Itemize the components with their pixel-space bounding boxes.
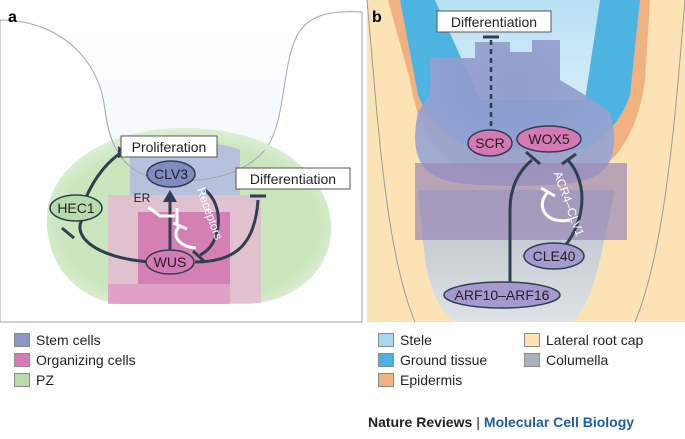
legend-label: PZ <box>36 372 54 388</box>
scr-node <box>467 129 513 157</box>
panel-a <box>0 0 363 323</box>
scr-label: SCR <box>475 135 505 151</box>
panel-a-bars <box>61 194 266 264</box>
er-label: ER <box>134 191 151 205</box>
panel-b <box>366 0 685 323</box>
legend-swatch <box>524 333 540 347</box>
inhibition-bar-wox5-right <box>561 152 577 166</box>
inhibition-bar-wus <box>191 249 207 264</box>
panel-a-letter: a <box>8 9 17 26</box>
journal-name: Nature Reviews <box>368 414 473 430</box>
legend-item-epidermis: Epidermis <box>378 372 462 388</box>
legend-swatch <box>378 353 394 367</box>
wus-node <box>145 249 195 275</box>
cle40-inhibits-wox5 <box>558 159 584 254</box>
legend-swatch <box>14 353 30 367</box>
differentiation-b-label: Differentiation <box>451 14 537 30</box>
clv3-loop-inhibition <box>174 224 197 250</box>
arf-node <box>443 281 561 309</box>
cle40-node <box>523 242 585 270</box>
acr4-clv1-loop <box>540 190 571 223</box>
legend-item-lateral-root-cap: Lateral root cap <box>524 332 643 348</box>
panel-b-bars <box>525 150 577 166</box>
legend-swatch <box>14 373 30 387</box>
legend-swatch <box>378 333 394 347</box>
panel-a-white-connectors <box>147 205 197 250</box>
proliferation-label: Proliferation <box>132 139 207 155</box>
wus-inhibits-differentiation <box>194 199 260 264</box>
legend-item-stem-cells: Stem cells <box>14 332 101 348</box>
legend-item-organizing-cells: Organizing cells <box>14 352 136 368</box>
legend-label: Epidermis <box>400 372 463 388</box>
legend-item-ground-tissue: Ground tissue <box>378 352 487 368</box>
legend-label: Ground tissue <box>400 352 488 368</box>
legend-label: Lateral root cap <box>546 332 644 348</box>
acr4-clv1-bar <box>540 186 556 198</box>
differentiation-a-label: Differentiation <box>250 171 336 187</box>
hec1-node <box>49 194 103 222</box>
clv3-node <box>146 160 196 188</box>
er-inhibition <box>147 205 175 218</box>
legend-label: Columella <box>546 352 609 368</box>
stem-cells-band <box>415 163 627 240</box>
legend-item-stele: Stele <box>378 332 432 348</box>
differentiation-b-box <box>436 10 552 33</box>
panel-b-connectors <box>508 158 584 283</box>
legend-swatch <box>524 353 540 367</box>
arf-inhibits-wox5 <box>508 158 533 283</box>
legend-panel-b: Stele Ground tissue Epidermis Lateral ro… <box>378 332 678 402</box>
journal-section: Molecular Cell Biology <box>483 414 635 430</box>
legend-label: Stele <box>400 332 432 348</box>
proliferation-box <box>120 135 218 158</box>
organizing-cells-lower <box>108 284 230 304</box>
root-outline-right <box>634 0 685 323</box>
wox5-node <box>516 125 582 153</box>
inhibition-bar-hec1 <box>61 226 75 240</box>
arrowhead-clv3 <box>163 190 177 202</box>
arf-label: ARF10–ARF16 <box>455 287 550 303</box>
labels: a b Proliferation Differentiation CLV3 H… <box>8 9 587 303</box>
wus-label: WUS <box>154 254 187 270</box>
root-outline <box>366 0 416 323</box>
clv3-label: CLV3 <box>154 166 188 182</box>
credit-separator: | <box>476 414 480 430</box>
cle40-label: CLE40 <box>533 248 576 264</box>
journal-credit: Nature Reviews|Molecular Cell Biology <box>368 414 634 430</box>
inhibition-bar-wox5-left <box>525 150 541 166</box>
legend-panel-a: Stem cells Organizing cells PZ <box>14 332 214 402</box>
legend-label: Organizing cells <box>36 352 136 368</box>
receptors-inhibit-wus <box>199 188 220 257</box>
legend-label: Stem cells <box>36 332 101 348</box>
legend-item-pz: PZ <box>14 372 54 388</box>
hec1-label: HEC1 <box>57 200 95 216</box>
wox5-label: WOX5 <box>528 131 569 147</box>
clv3-loop-bar <box>172 221 188 231</box>
panel-b-letter: b <box>372 9 382 26</box>
legend-item-columella: Columella <box>524 352 608 368</box>
differentiation-a-box <box>235 167 351 190</box>
legend-swatch <box>378 373 394 387</box>
legend-swatch <box>14 333 30 347</box>
